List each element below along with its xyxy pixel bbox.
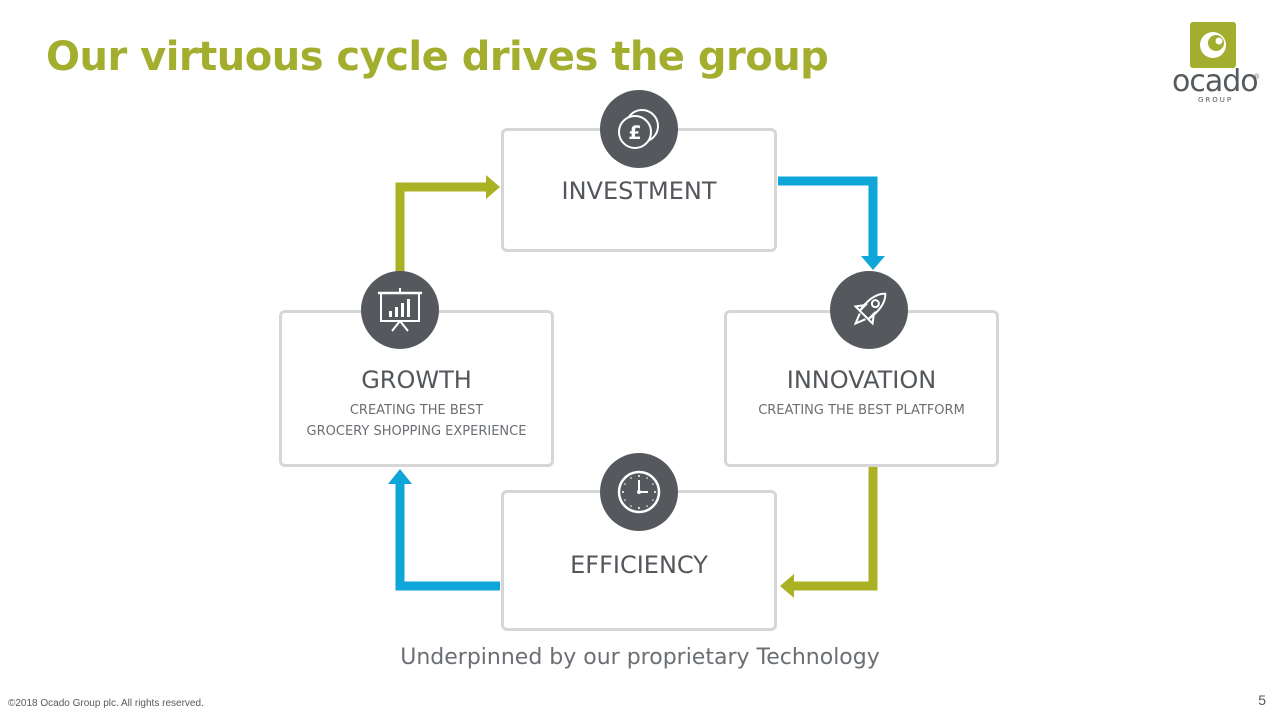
efficiency-icon-circle — [600, 453, 678, 531]
arrow-head-efficiency-to-growth — [388, 469, 412, 484]
logo-group-label: GROUP — [1198, 96, 1234, 104]
arrow-head-innovation-to-efficiency — [780, 574, 794, 598]
growth-icon-circle — [361, 271, 439, 349]
innovation-icon-circle — [830, 271, 908, 349]
investment-box: INVESTMENT — [501, 128, 777, 252]
svg-text:£: £ — [628, 122, 641, 144]
logo-registered-mark: ® — [1254, 74, 1260, 81]
investment-icon-circle: £ — [600, 90, 678, 168]
efficiency-title: EFFICIENCY — [570, 551, 708, 579]
arrow-head-investment-to-innovation — [861, 256, 885, 270]
page-number: 5 — [1258, 692, 1266, 708]
arrow-investment-to-innovation — [778, 176, 878, 258]
innovation-subtitle: CREATING THE BEST PLATFORM — [758, 403, 965, 418]
clock-icon — [617, 470, 661, 514]
arrow-head-growth-to-investment — [486, 175, 500, 199]
slide-title: Our virtuous cycle drives the group — [46, 34, 829, 80]
presentation-chart-icon — [378, 288, 422, 332]
growth-title: GROWTH — [361, 366, 472, 394]
arrow-efficiency-to-growth — [395, 482, 500, 591]
ocado-group-logo: ocado ® GROUP — [1168, 20, 1264, 106]
ocado-c-icon — [1200, 32, 1226, 58]
copyright-footer: ©2018 Ocado Group plc. All rights reserv… — [8, 698, 204, 709]
innovation-box: INNOVATION CREATING THE BEST PLATFORM — [724, 310, 999, 467]
slide-subtitle: Underpinned by our proprietary Technolog… — [400, 645, 880, 670]
logo-wordmark: ocado — [1172, 64, 1259, 99]
arrow-growth-to-investment — [395, 182, 488, 272]
investment-title: INVESTMENT — [561, 177, 717, 205]
growth-subtitle-line2: GROCERY SHOPPING EXPERIENCE — [306, 424, 527, 439]
ocado-logo-mark — [1190, 22, 1236, 68]
arrow-innovation-to-efficiency — [792, 467, 878, 591]
rocket-icon — [853, 292, 887, 326]
innovation-title: INNOVATION — [786, 366, 937, 394]
growth-subtitle-line1: CREATING THE BEST — [349, 403, 484, 418]
pound-coins-icon: £ — [618, 109, 659, 149]
